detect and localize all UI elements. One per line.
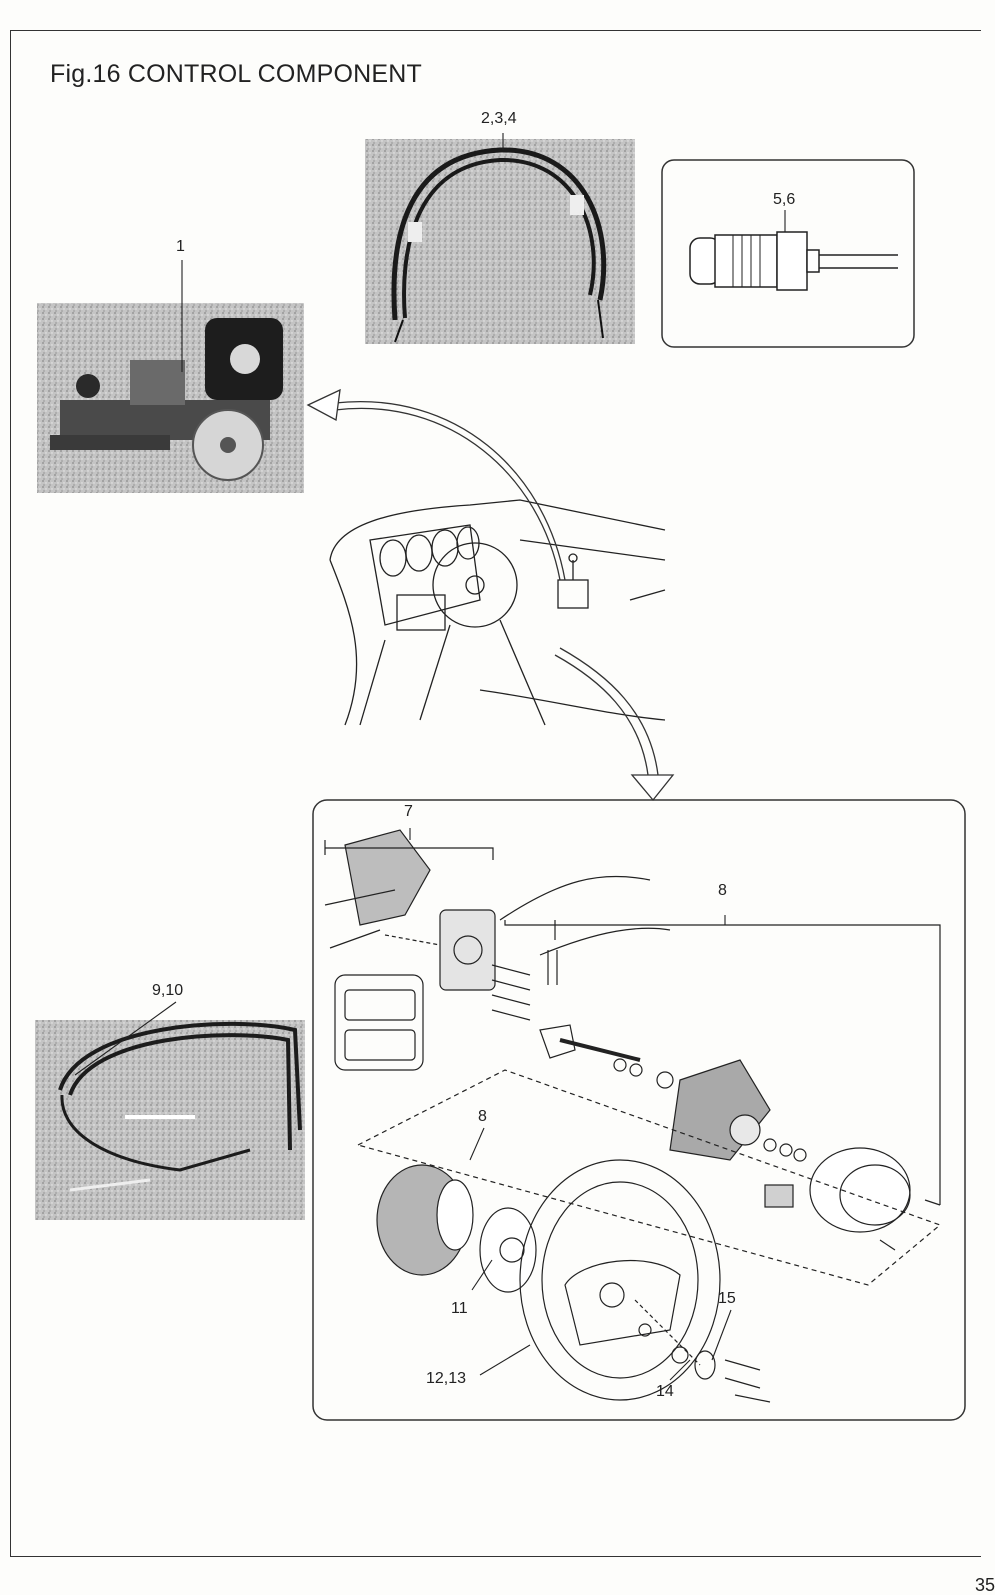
leader-lines bbox=[74, 133, 786, 1381]
callout-11: 11 bbox=[451, 1300, 468, 1317]
callout-8-upper: 8 bbox=[718, 882, 727, 899]
exploded-view-box bbox=[312, 799, 966, 1421]
figure-title: Fig.16 CONTROL COMPONENT bbox=[50, 60, 422, 88]
callout-5-6: 5,6 bbox=[773, 191, 796, 208]
callout-14: 14 bbox=[656, 1383, 674, 1400]
cable-end-box bbox=[661, 159, 915, 348]
page-border bbox=[10, 30, 981, 1557]
arrow-to-exploded-view bbox=[554, 647, 675, 802]
page-number: 35 bbox=[974, 1575, 995, 1595]
arrow-to-control-box bbox=[306, 388, 566, 581]
photo-shift-cable bbox=[365, 139, 635, 344]
photo-throttle-cable bbox=[35, 1020, 305, 1220]
photo-control-box bbox=[37, 303, 304, 493]
callout-15: 15 bbox=[718, 1290, 736, 1307]
callout-1: 1 bbox=[176, 238, 185, 255]
callout-9-10: 9,10 bbox=[152, 982, 184, 999]
callout-12-13: 12,13 bbox=[426, 1370, 467, 1387]
callout-7: 7 bbox=[404, 803, 413, 820]
callout-2-3-4: 2,3,4 bbox=[481, 110, 517, 127]
dashboard-sketch bbox=[329, 499, 666, 726]
callout-8-lower: 8 bbox=[478, 1108, 487, 1125]
